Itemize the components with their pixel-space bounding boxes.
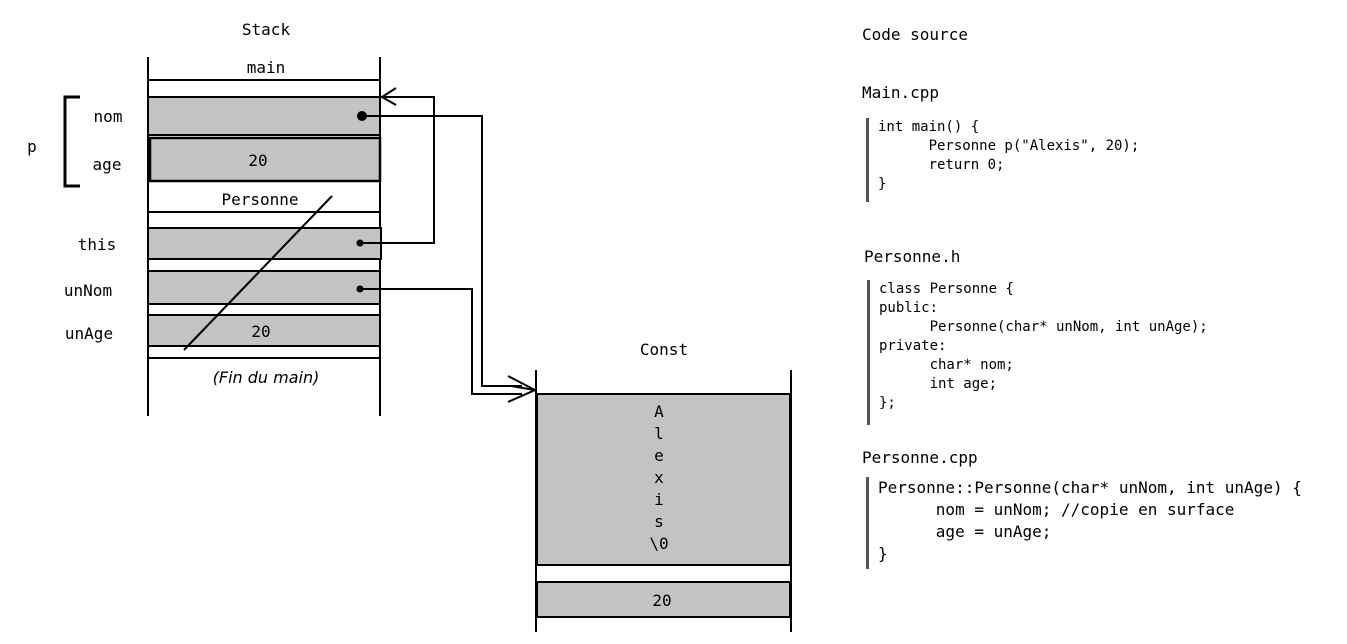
field-label-nom: nom — [94, 107, 123, 126]
unNom-cell — [147, 270, 381, 305]
this-to-p-arrow — [360, 96, 435, 244]
code-line: char* nom; — [879, 357, 1014, 373]
code-line: class Personne { — [879, 281, 1014, 297]
code-block-main-cpp: int main() { Personne p("Alexis", 20); r… — [866, 118, 1139, 202]
code-line: public: — [879, 300, 939, 316]
code-line: return 0; — [878, 157, 1005, 173]
age-value: 20 — [248, 151, 267, 170]
this-to-p-arrowhead — [380, 87, 397, 106]
code-line: } — [878, 176, 887, 192]
const-string-char: \0 — [649, 534, 668, 553]
code-line: }; — [879, 395, 896, 411]
field-label-this: this — [78, 235, 117, 254]
code-line: private: — [879, 338, 947, 354]
stack-title: Stack — [242, 20, 291, 39]
field-label-age: age — [93, 155, 122, 174]
this-cell — [147, 227, 382, 260]
const-title: Const — [640, 340, 688, 359]
const-string-chars: Alexis \0 — [649, 402, 668, 553]
main-frame-label: main — [247, 58, 286, 77]
unAge-value: 20 — [251, 322, 270, 341]
p-bracket — [63, 95, 80, 188]
age-cell — [148, 136, 382, 183]
code-line: int main() { — [878, 119, 980, 135]
field-label-unAge: unAge — [65, 324, 113, 343]
p-label: p — [27, 137, 37, 156]
const-number-value: 20 — [652, 591, 671, 610]
code-line: Personne::Personne(char* unNom, int unAg… — [878, 478, 1302, 497]
const-string-block — [536, 393, 791, 566]
const-number-cell — [536, 581, 791, 618]
end-of-main-label: (Fin du main) — [213, 368, 320, 387]
code-line: Personne p("Alexis", 20); — [878, 138, 1140, 154]
code-source-title: Code source — [862, 25, 968, 44]
field-label-unNom: unNom — [64, 281, 112, 300]
code-line: Personne(char* unNom, int unAge); — [879, 319, 1208, 335]
code-line: } — [878, 544, 888, 563]
const-string-char: i — [654, 490, 664, 509]
code-line: nom = unNom; //copie en surface — [878, 500, 1235, 519]
const-string-char: s — [654, 512, 664, 531]
file-name-personne-cpp: Personne.cpp — [862, 448, 978, 467]
nom-to-const-arrow — [362, 115, 522, 387]
unAge-cell — [147, 314, 381, 347]
const-string-char: e — [654, 446, 664, 465]
code-line: int age; — [879, 376, 998, 392]
const-string-char: x — [654, 468, 664, 487]
file-name-main-cpp: Main.cpp — [862, 83, 940, 102]
personne-frame-label: Personne — [221, 190, 298, 209]
unNom-to-const-arrow — [360, 288, 522, 395]
code-block-personne-cpp: Personne::Personne(char* unNom, int unAg… — [866, 477, 1302, 569]
frame-crossout-line — [183, 195, 333, 351]
file-name-personne-h: Personne.h — [864, 247, 961, 266]
code-line: age = unAge; — [878, 522, 1052, 541]
const-string-char: l — [654, 424, 664, 443]
code-block-personne-h: class Personne { public: Personne(char* … — [867, 280, 1208, 425]
nom-cell — [147, 96, 381, 136]
const-arrowhead-line — [510, 385, 536, 391]
const-string-char: A — [654, 402, 664, 421]
